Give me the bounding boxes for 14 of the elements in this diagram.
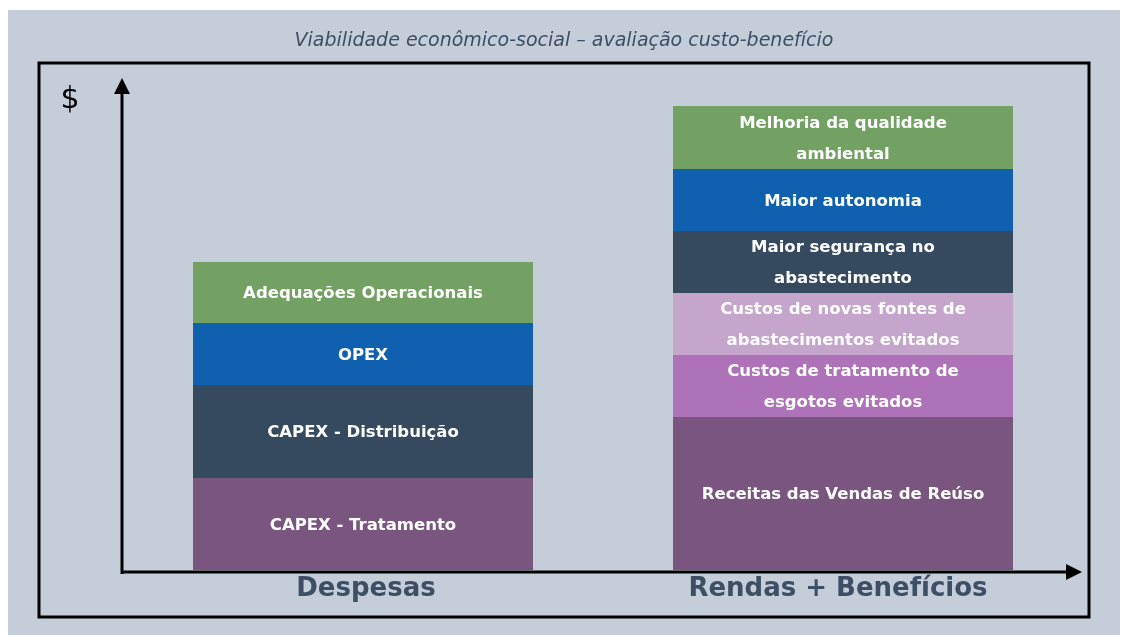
stacked-bar-segment: CAPEX - Tratamento — [193, 478, 533, 570]
axis-unit: $ — [59, 80, 81, 115]
title: Viabilidade econômico-social – avaliação custo-benefício — [293, 28, 835, 50]
stacked-bar-segment: Custos de tratamento de esgotos evitados — [673, 355, 1013, 417]
stacked-bar-segment: Maior segurança no abastecimento — [673, 231, 1013, 293]
stacked-bar-segment: Receitas das Vendas de Reúso — [673, 417, 1013, 570]
stacked-bar-segment: CAPEX - Distribuição — [193, 385, 533, 478]
stacked-bar-segment: Custos de novas fontes de abastecimentos evitados — [673, 293, 1013, 355]
stacked-bar-segment: OPEX — [193, 323, 533, 385]
stacked-bar-segment: Maior autonomia — [673, 169, 1013, 231]
axis-category-label: Despesas — [295, 572, 437, 602]
axis-category-label: Rendas + Benefícios — [687, 572, 989, 602]
stacked-bar-segment: Melhoria da qualidade ambiental — [673, 106, 1013, 169]
stacked-bar-segment: Adequações Operacionais — [193, 262, 533, 323]
